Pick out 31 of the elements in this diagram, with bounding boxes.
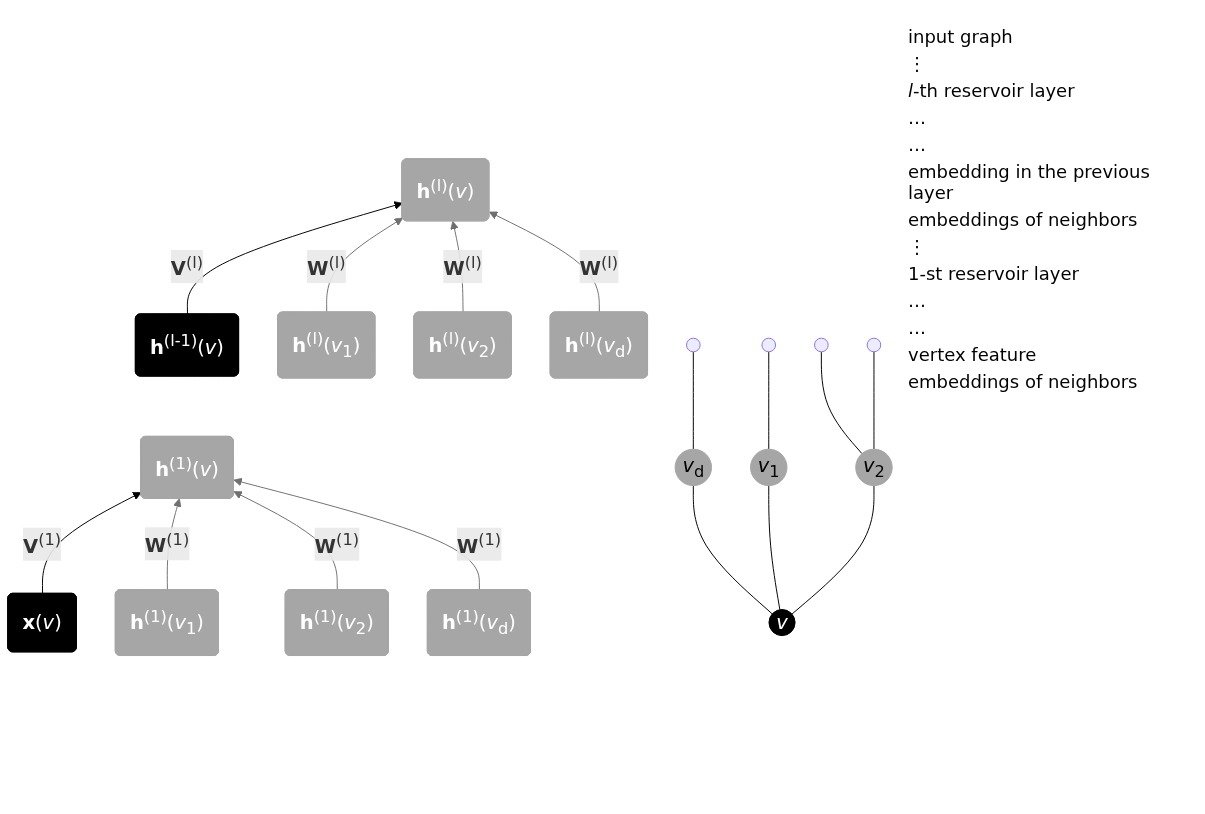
note-label: l-th reservoir layer — [908, 80, 1076, 101]
edge-label: V$^{(l)}$ — [170, 252, 204, 280]
edge-label: W$^{(1)}$ — [144, 530, 190, 557]
note-label: embedding in the previous layer — [908, 161, 1151, 203]
note-label: … — [908, 134, 927, 155]
note-label: ⋮ — [908, 53, 927, 74]
node-circle: v$_{1}$ — [750, 448, 788, 486]
connector — [692, 484, 773, 615]
note-label: … — [908, 317, 927, 338]
connector — [692, 351, 694, 450]
connector — [791, 485, 875, 615]
connector — [820, 351, 863, 454]
node-circle: v$_{2}$ — [855, 448, 893, 486]
edge-label: W$^{(l)}$ — [443, 252, 482, 280]
note-label: embeddings of neighbors — [908, 371, 1139, 392]
node-circle: v$_{d}$ — [674, 448, 713, 486]
note-label: embeddings of neighbors — [908, 209, 1139, 230]
note-label: ⋮ — [908, 236, 927, 257]
connector — [768, 351, 770, 450]
edge-label: W$^{(l)}$ — [306, 252, 346, 280]
note-label: input graph — [908, 26, 1014, 47]
edge-label: W$^{(1)}$ — [456, 530, 502, 558]
note-label: 1-st reservoir layer — [908, 263, 1080, 284]
note-label: vertex feature — [908, 344, 1038, 365]
note-label: … — [908, 107, 927, 128]
edge-label: V$^{(1)}$ — [23, 530, 62, 558]
connector — [768, 485, 781, 610]
edge-label: W$^{(l)}$ — [579, 252, 619, 280]
edge-label: W$^{(1)}$ — [314, 530, 360, 558]
node-circle: v — [768, 608, 796, 636]
note-label: … — [908, 290, 927, 311]
